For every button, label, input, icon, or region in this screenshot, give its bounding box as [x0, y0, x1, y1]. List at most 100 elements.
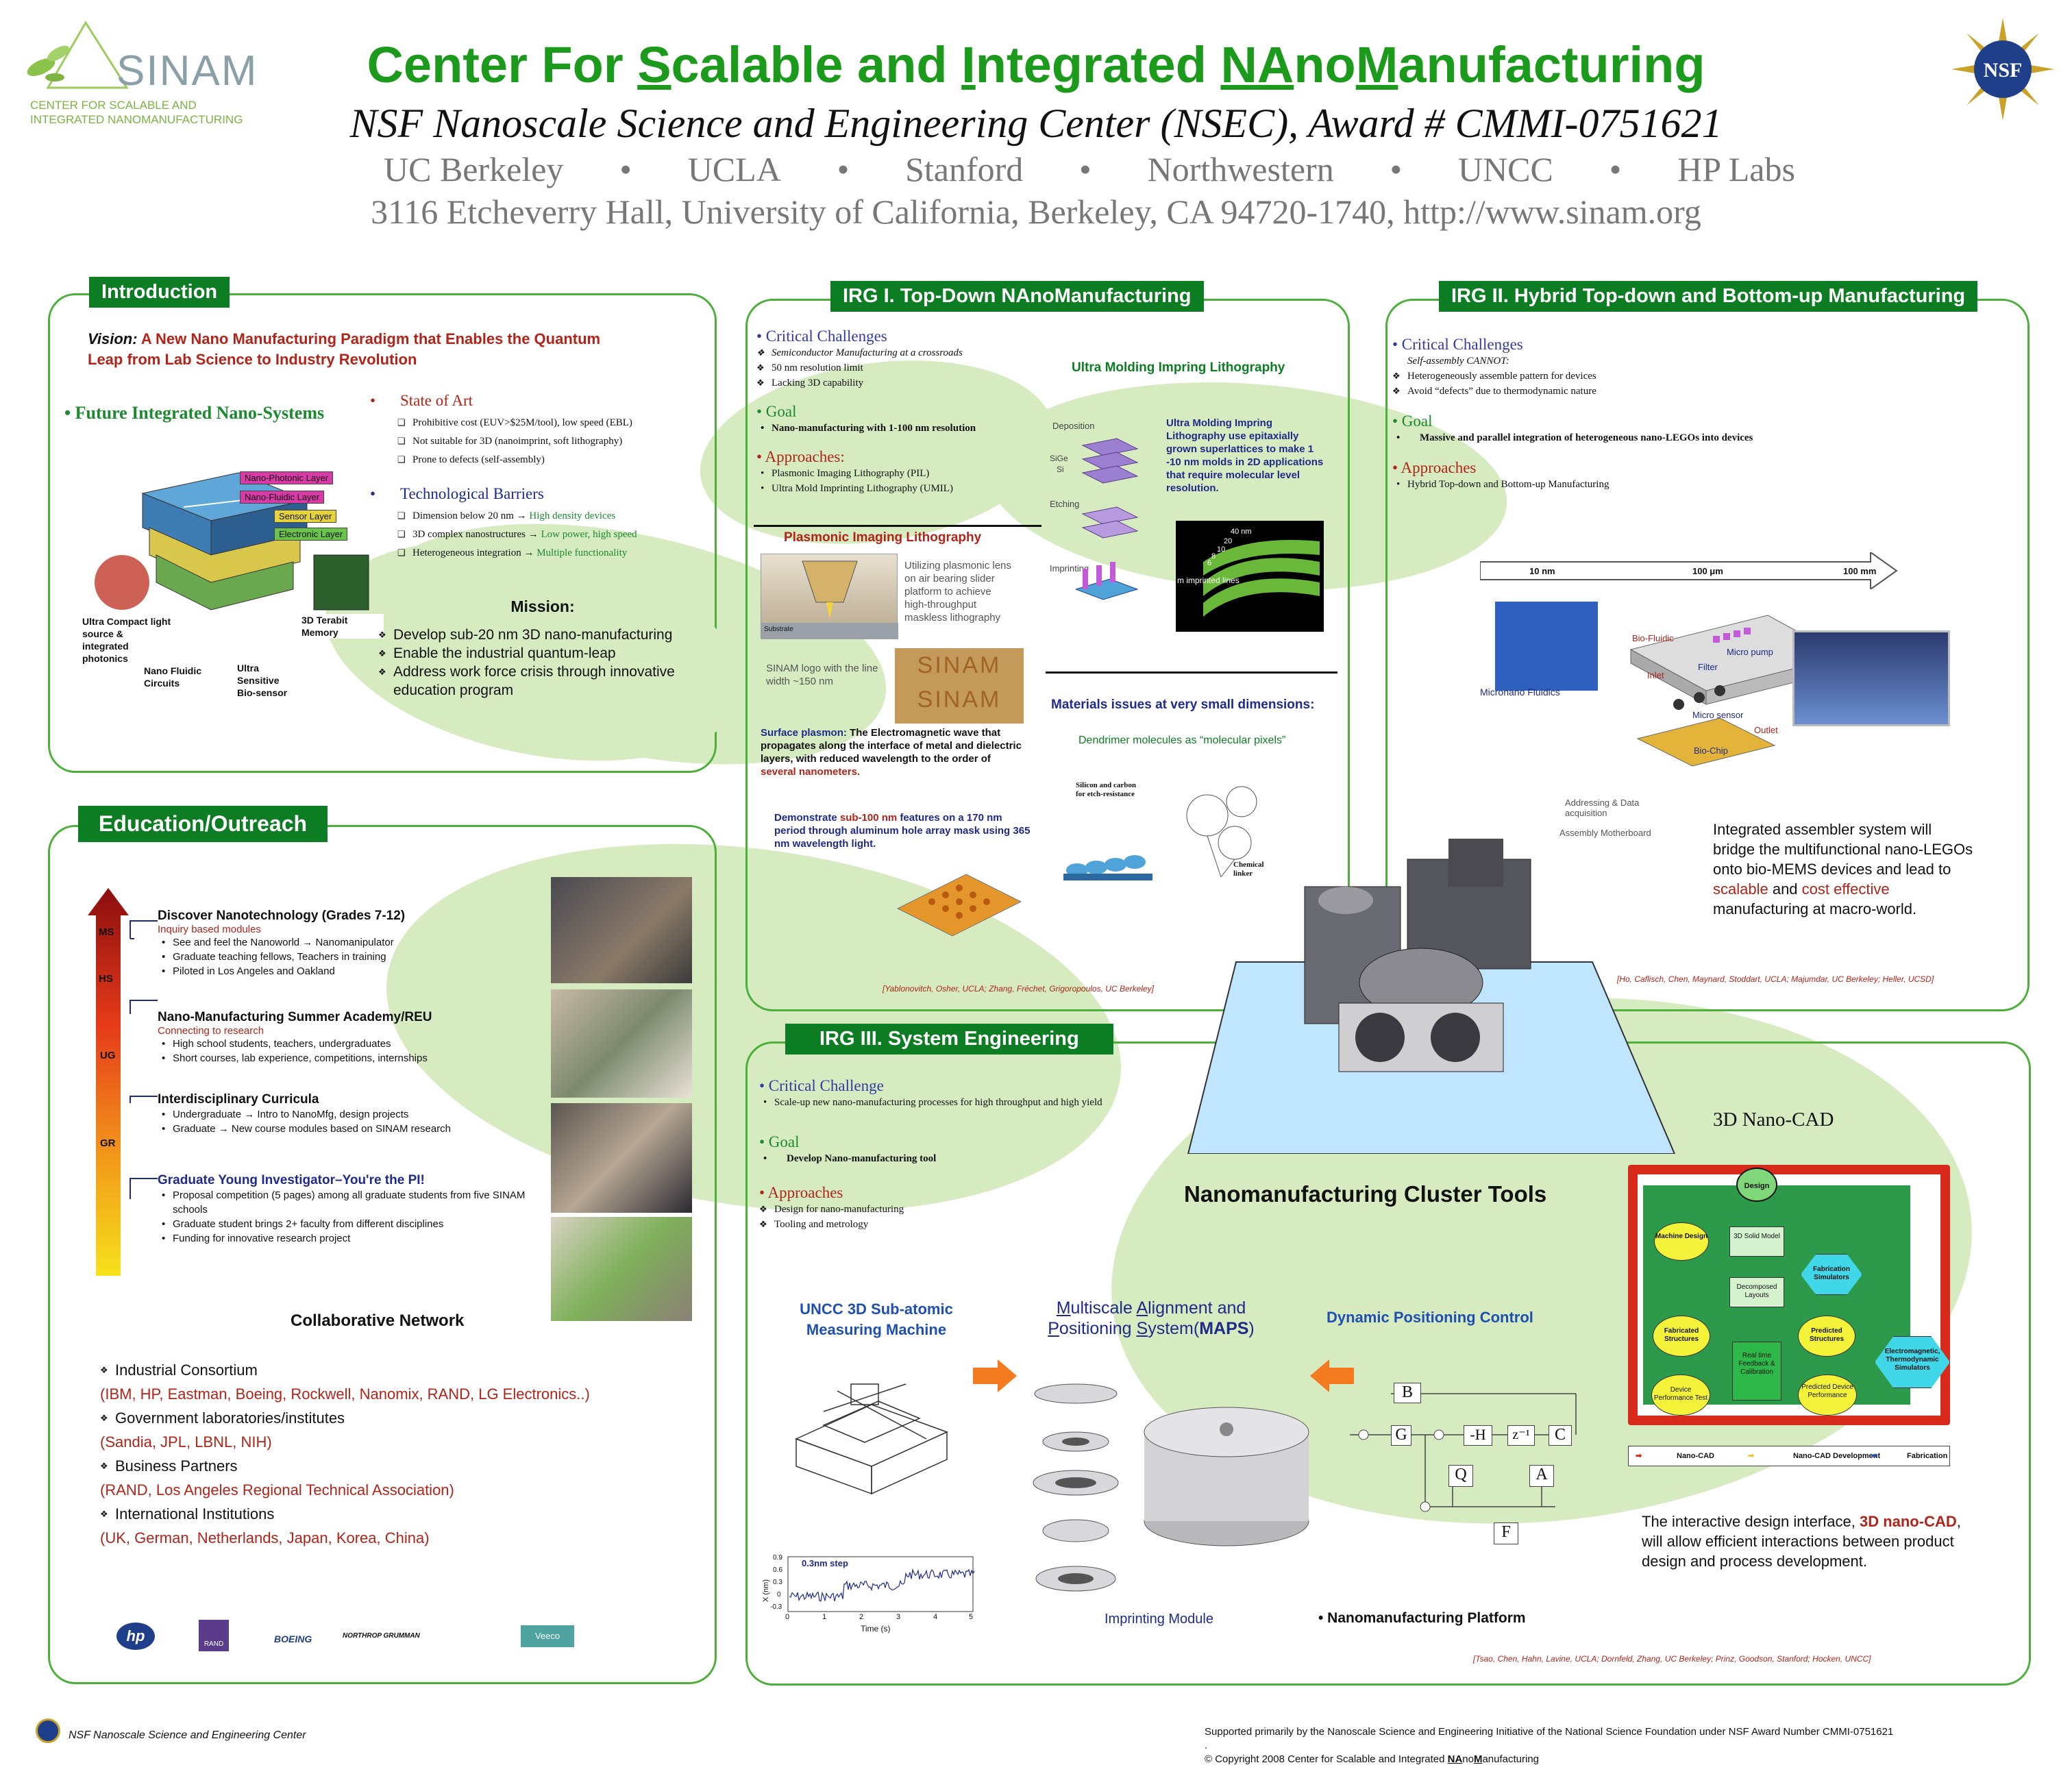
partner: HP Labs	[1677, 150, 1795, 188]
layer-label: Electronic Layer	[274, 528, 348, 541]
partner-list: UC Berkeley• UCLA• Stanford• Northwester…	[384, 149, 1795, 189]
tech-title: •Technological Barriers	[370, 485, 544, 502]
footer-copyright: © Copyright 2008 Center for Scalable and…	[1205, 1753, 2047, 1766]
tech-item: 3D complex nanostructures → Low power, h…	[397, 527, 713, 542]
diag-label: Outlet	[1754, 725, 1778, 735]
demo-a: Demonstrate	[774, 812, 840, 824]
umil-step: SiGe	[1050, 454, 1068, 463]
biosensor-label: Ultra Sensitive Bio-sensor	[237, 663, 288, 698]
ctrl-block: Q	[1448, 1465, 1473, 1487]
edu-item: Graduate teaching fellows, Teachers in t…	[158, 950, 541, 964]
collab-heading: International Institutions	[100, 1502, 689, 1526]
maps-part: ositioning	[1059, 1319, 1137, 1338]
graph-xtick: 3	[896, 1613, 901, 1621]
maps-part: A	[1136, 1298, 1148, 1318]
materials-title: Materials issues at very small dimension…	[1051, 698, 1315, 712]
maps-part: lignment and	[1148, 1298, 1246, 1318]
logo-sub1: CENTER FOR SCALABLE AND	[30, 99, 197, 112]
irg2-text: • Critical Challenges Self-assembly CANN…	[1392, 336, 2009, 492]
partner-sep: •	[1609, 150, 1622, 188]
maps-part: ystem(	[1148, 1319, 1200, 1338]
tech-item-a: Heterogeneous integration →	[412, 547, 537, 558]
irg1-goal-item: Nano-manufacturing with 1-100 nm resolut…	[756, 421, 1044, 436]
demo-text: Demonstrate sub-100 nm features on a 170…	[774, 811, 1035, 850]
partner-sep: •	[837, 150, 850, 188]
uncc-title: UNCC 3D Sub-atomic Measuring Machine	[800, 1300, 953, 1338]
irg2-desc-c: and	[1768, 880, 1802, 898]
irg3-appr: • Approaches	[759, 1184, 843, 1201]
irg3-title: IRG III. System Engineering	[785, 1024, 1113, 1054]
edu-item: Piloted in Los Angeles and Oakland	[158, 964, 541, 978]
layer-label: Nano-Fluidic Layer	[240, 491, 325, 504]
logo-sub2: INTEGRATED NANOMANUFACTURING	[30, 113, 243, 126]
irg3-cc: • Critical Challenge	[759, 1077, 884, 1094]
edu-panel	[48, 825, 717, 1684]
sinam-pattern-word: SINAM	[917, 652, 1002, 678]
fluidic-label: Nano Fluidic Circuits	[144, 665, 201, 689]
cad-node: Device Performance Test	[1651, 1374, 1710, 1416]
rand-logo: RAND	[199, 1620, 229, 1651]
irg2-desc-d: cost effective	[1801, 880, 1890, 898]
irg1-appr-item: Plasmonic Imaging Lithography (PIL)	[756, 466, 1044, 481]
tech-title-text: Technological Barriers	[400, 485, 544, 502]
sinam-logo-icon	[27, 21, 129, 89]
cad-node: Machine Design	[1654, 1222, 1709, 1261]
irg1-cc-item: 50 nm resolution limit	[756, 360, 1044, 375]
tech-item: Dimension below 20 nm → High density dev…	[397, 508, 713, 523]
cad-legend-item: Nano-CAD Development	[1793, 1452, 1881, 1460]
edu-item: High school students, teachers, undergra…	[158, 1037, 541, 1051]
legend-arrow-icon: ➡	[1748, 1452, 1755, 1460]
surf-bold: Surface plasmon:	[761, 727, 847, 739]
ctrl-block: G	[1391, 1425, 1411, 1446]
veeco-logo: Veeco	[521, 1625, 574, 1647]
edu-item: Graduate → New course modules based on S…	[158, 1122, 541, 1136]
diag-label: Micro pump	[1727, 647, 1773, 657]
collab-heading: Industrial Consortium	[100, 1358, 689, 1382]
edu-block: Nano-Manufacturing Summer Academy/REU Co…	[158, 1010, 541, 1092]
northrop-logo: NORTHROP GRUMMAN	[343, 1632, 420, 1640]
edu-item: Undergraduate → Intro to NanoMfg, design…	[158, 1107, 541, 1122]
left-arrow-icon	[1310, 1359, 1354, 1392]
umil-sem-image: m imprinted lines 40 nm 20 10 8 6	[1176, 521, 1324, 632]
graph-xlabel: Time (s)	[861, 1624, 891, 1633]
diag-label: Assembly Motherboard	[1559, 828, 1651, 838]
level-label: UG	[100, 1050, 116, 1061]
measuring-machine-icon	[795, 1383, 948, 1495]
nanocad-diagram: Design Machine Design 3D Solid Model Fab…	[1628, 1165, 1950, 1466]
tech-item-b: High density devices	[529, 510, 616, 521]
cluster-tool-graphic	[1181, 832, 1681, 1155]
state-item: Prone to defects (self-assembly)	[397, 452, 713, 467]
maps-part: P	[1048, 1319, 1059, 1338]
edu-item: See and feel the Nanoworld → Nanomanipul…	[158, 935, 541, 950]
edu-photo	[551, 989, 692, 1098]
irg2-cc-item: Avoid “defects” due to thermodynamic nat…	[1392, 384, 2009, 399]
mission-item: Enable the industrial quantum-leap	[378, 644, 707, 663]
footer-nsf-icon	[36, 1718, 60, 1743]
diag-label: Micro sensor	[1692, 710, 1744, 720]
umil-desc: Ultra Molding Impring Lithography use ep…	[1166, 417, 1324, 494]
edu-block: Discover Nanotechnology (Grades 7-12) In…	[158, 909, 541, 1010]
edu-block: Interdisciplinary Curricula Undergraduat…	[158, 1092, 541, 1173]
cad-node: Real time Feedback & Calibration	[1732, 1342, 1781, 1401]
graph-ytick: 0.6	[773, 1566, 782, 1574]
diag-label: Filter	[1698, 662, 1718, 672]
nanocad-title: 3D Nano-CAD	[1713, 1109, 1834, 1131]
graph-ytick: 0	[777, 1591, 781, 1599]
irg2-cc-sub: Self-assembly CANNOT:	[1407, 356, 1509, 367]
edu-block-sub: Connecting to research	[158, 1025, 264, 1037]
irg3-goal-item: Develop Nano-manufacturing tool	[759, 1151, 1143, 1166]
level-arrow: MS HS UG GR	[88, 888, 129, 1276]
irg2-desc: Integrated assembler system will bridge …	[1713, 819, 1973, 919]
graph-xtick: 2	[859, 1613, 864, 1621]
umil-step: Etching	[1050, 499, 1080, 509]
irg2-title: IRG II. Hybrid Top-down and Bottom-up Ma…	[1439, 281, 1978, 312]
collab-heading: Government laboratories/institutes	[100, 1406, 689, 1430]
nanocad-desc: The interactive design interface, 3D nan…	[1642, 1512, 1964, 1571]
title-part: M	[1355, 36, 1398, 93]
scale-tick: 10 nm	[1529, 566, 1555, 576]
state-title: •State of Art	[370, 392, 473, 409]
logo-text: SINAM	[116, 47, 258, 95]
irg2-goal-item: Massive and parallel integration of hete…	[1392, 430, 2009, 445]
title-part: calable and	[671, 36, 962, 93]
diag-label: Inlet	[1647, 670, 1664, 680]
